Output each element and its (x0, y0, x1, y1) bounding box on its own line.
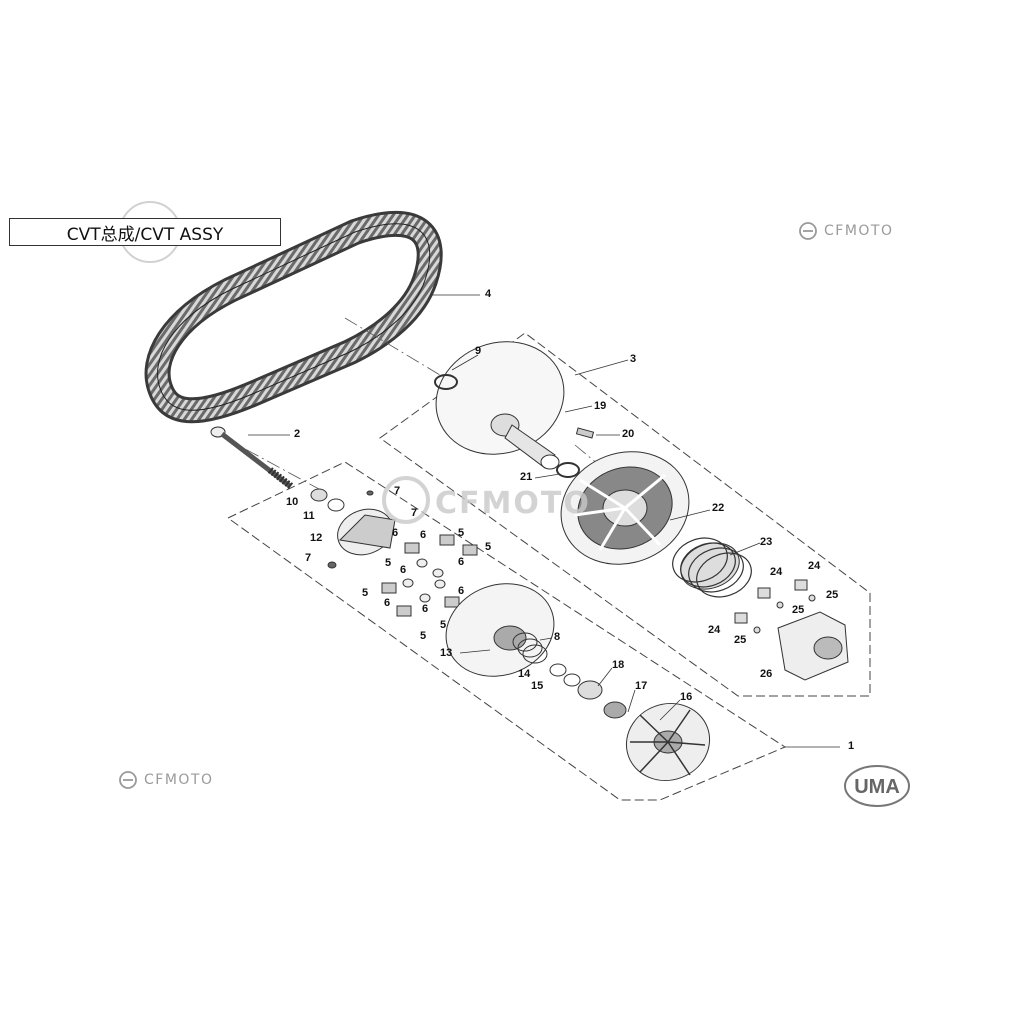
callout-7a: 7 (394, 485, 401, 497)
callout-20: 20 (622, 428, 635, 440)
brand-logo-bottom-left: CFMOTO (118, 770, 214, 790)
cfmoto-mark-icon (799, 222, 817, 240)
callout-12: 12 (310, 532, 323, 544)
callout-25b: 25 (826, 589, 839, 601)
callout-6b: 6 (420, 529, 427, 541)
center-watermark-mark-icon (382, 476, 430, 524)
key-20 (575, 427, 595, 439)
brand-logo-top-right: CFMOTO (798, 221, 894, 241)
callout-26: 26 (760, 668, 773, 680)
center-watermark: CFMOTO (385, 486, 591, 521)
slider-buttons (734, 579, 816, 634)
callout-7c: 7 (305, 552, 312, 564)
callout-6c: 6 (400, 564, 407, 576)
callout-24a: 24 (770, 566, 783, 578)
callout-14: 14 (518, 668, 531, 680)
callout-5d: 5 (362, 587, 369, 599)
callout-18: 18 (612, 659, 625, 671)
snap-ring-21 (556, 462, 580, 478)
callout-6e: 6 (458, 585, 465, 597)
drive-movable-sheave (445, 583, 555, 677)
callout-5a: 5 (458, 527, 465, 539)
callout-2: 2 (294, 428, 301, 440)
diagram-title: CVT总成/CVT ASSY (66, 224, 224, 245)
callout-6g: 6 (422, 603, 429, 615)
callout-7b: 7 (411, 507, 418, 519)
leader-lines (248, 294, 840, 748)
callout-10: 10 (286, 496, 299, 508)
callout-3: 3 (630, 353, 637, 365)
callout-11: 11 (303, 510, 315, 522)
cfmoto-mark-icon (119, 771, 137, 789)
snap-ring-9 (434, 374, 458, 390)
drive-fixed-sheave (625, 703, 711, 781)
callout-6d: 6 (458, 556, 465, 568)
watermark-text: CFMOTO (435, 486, 591, 521)
callout-24c: 24 (708, 624, 721, 636)
drive-assembly-boundary (227, 461, 787, 801)
nut-washer (310, 488, 345, 512)
callout-6f: 6 (384, 597, 391, 609)
uma-badge-text: UMA (854, 776, 900, 798)
callout-23: 23 (760, 536, 773, 548)
diagram-title-box: CVT总成/CVT ASSY (9, 218, 281, 246)
callout-21: 21 (520, 471, 533, 483)
callout-9: 9 (475, 345, 482, 357)
callout-15: 15 (531, 680, 544, 692)
callout-17: 17 (635, 680, 648, 692)
callout-5e: 5 (440, 619, 447, 631)
driven-fixed-sheave (435, 341, 565, 470)
callout-25a: 25 (792, 604, 805, 616)
bushings (549, 663, 627, 719)
driven-movable-sheave (560, 451, 690, 565)
callout-5f: 5 (420, 630, 427, 642)
callout-25c: 25 (734, 634, 747, 646)
callout-4: 4 (485, 288, 492, 300)
callout-1: 1 (848, 740, 855, 752)
callout-22: 22 (712, 502, 725, 514)
uma-badge-icon: UMA (844, 765, 910, 807)
rollers-sliders (327, 490, 478, 617)
callout-13: 13 (440, 647, 453, 659)
brand-text: CFMOTO (824, 223, 894, 239)
callout-8: 8 (554, 631, 561, 643)
callout-16: 16 (680, 691, 693, 703)
callout-6a: 6 (392, 527, 399, 539)
drive-belt (144, 210, 443, 424)
brand-text: CFMOTO (144, 772, 214, 788)
callout-19: 19 (594, 400, 607, 412)
callout-5b: 5 (485, 541, 492, 553)
ramp-plate (337, 508, 396, 556)
callout-5c: 5 (385, 557, 392, 569)
callout-24b: 24 (808, 560, 821, 572)
driven-spring (672, 537, 752, 598)
driven-cam (777, 611, 849, 681)
center-bolt (210, 426, 295, 490)
